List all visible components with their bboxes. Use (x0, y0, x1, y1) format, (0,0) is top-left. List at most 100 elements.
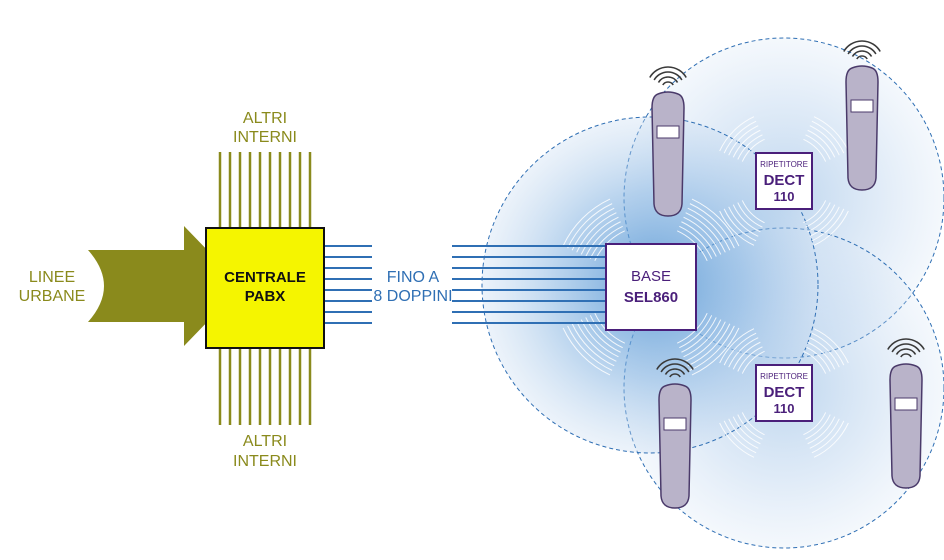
signal-arc (683, 216, 722, 255)
signal-waves-icon (656, 358, 694, 378)
signal-arc (719, 116, 755, 152)
signal-arc (807, 416, 836, 445)
signal-arc (811, 420, 845, 454)
signal-arc (809, 337, 840, 368)
signal-arc (737, 414, 763, 440)
signal-arc (737, 134, 763, 160)
other-extensions-top-label-1: ALTRI (243, 110, 287, 127)
signal-arc (580, 216, 619, 255)
signal-arc (728, 418, 759, 449)
signal-arc (807, 341, 836, 370)
base-line1: BASE (631, 268, 671, 285)
signal-arc (737, 202, 763, 228)
signal-arc (687, 207, 731, 251)
extension-wires-bottom (218, 348, 312, 425)
pabx-box: CENTRALE PABX (205, 227, 325, 349)
signal-arc (813, 422, 849, 458)
signal-arc (567, 325, 613, 371)
signal-arc (813, 116, 849, 152)
repeater-bottom: RIPETITORE DECT 110 (755, 364, 813, 422)
signal-arc (723, 332, 757, 366)
repeater-bottom-caption: RIPETITORE (760, 372, 808, 381)
signal-arc (691, 198, 740, 247)
other-extensions-bottom-label-1: ALTRI (243, 433, 287, 450)
signal-arc (719, 328, 755, 364)
signal-arc (805, 202, 831, 228)
signal-arc (589, 315, 623, 349)
signal-arc (679, 225, 713, 259)
repeater-bottom-model: DECT (764, 384, 805, 401)
trunk-lines-arrow-icon (88, 226, 242, 346)
other-extensions-top-label-2: INTERNI (233, 129, 297, 146)
pair-count-label-2: 8 DOPPINI (373, 288, 452, 305)
signal-arc (813, 210, 849, 246)
handsets (649, 40, 925, 509)
signal-arc (807, 204, 836, 233)
signal-wave (847, 45, 877, 55)
handset-body (845, 65, 879, 191)
signal-arc (813, 328, 849, 364)
signal-wave (895, 348, 917, 355)
signal-wave (856, 55, 868, 60)
signal-arc (811, 208, 845, 242)
signal-arc (687, 323, 731, 367)
signal-arc (732, 341, 761, 370)
signal-arc (685, 321, 726, 362)
signal-wave (851, 50, 873, 57)
handset-display (663, 417, 687, 431)
signal-arc (719, 422, 755, 458)
signal-arc (585, 317, 621, 353)
pair-wires-right (452, 245, 606, 324)
handset-body (658, 383, 692, 509)
signal-arc (681, 221, 717, 257)
signal-arc (805, 414, 831, 440)
other-extensions-bottom-label-2: INTERNI (233, 453, 297, 470)
base-line2: SEL860 (624, 289, 678, 306)
signal-arc (737, 346, 763, 372)
signal-arc (728, 337, 759, 368)
signal-arc (732, 204, 761, 233)
signal-arc (805, 346, 831, 372)
signal-arc (803, 412, 827, 436)
repeater-top: RIPETITORE DECT 110 (755, 152, 813, 210)
signal-waves-icon (843, 40, 881, 60)
handset-display (850, 99, 874, 113)
signal-arc (562, 327, 611, 376)
handset-icon (843, 40, 881, 191)
trunk-lines-label-2: URBANE (19, 288, 86, 305)
signal-wave (662, 81, 674, 86)
handset-icon (887, 338, 925, 489)
signal-arc (807, 129, 836, 158)
base-station-box: BASE SEL860 (605, 243, 697, 331)
signal-arc (741, 350, 765, 374)
pair-count-label-1: FINO A (387, 269, 440, 286)
repeater-top-caption: RIPETITORE (760, 160, 808, 169)
signal-wave (891, 343, 921, 353)
signal-arc (723, 120, 757, 154)
signal-arc (732, 129, 761, 158)
signal-arc (741, 412, 765, 436)
signal-wave (660, 363, 690, 373)
signal-arc (719, 210, 755, 246)
pabx-line2: PABX (245, 288, 286, 305)
repeater-top-model: DECT (764, 172, 805, 189)
signal-arc (567, 203, 613, 249)
signal-arc (809, 125, 840, 156)
handset-body (889, 363, 923, 489)
signal-wave (664, 368, 686, 375)
signal-arc (723, 420, 757, 454)
signal-arc (741, 200, 765, 224)
signal-wave (649, 66, 687, 78)
signal-arc (741, 138, 765, 162)
signal-arc (679, 315, 713, 349)
extension-wires-top (218, 152, 312, 228)
signal-arc (811, 332, 845, 366)
signal-arc (691, 327, 740, 376)
trunk-lines-label-1: LINEE (29, 269, 75, 286)
signal-wave (843, 40, 881, 52)
signal-wave (657, 76, 679, 83)
signal-arc (685, 212, 726, 253)
signal-wave (900, 353, 912, 358)
signal-arc (571, 323, 615, 367)
